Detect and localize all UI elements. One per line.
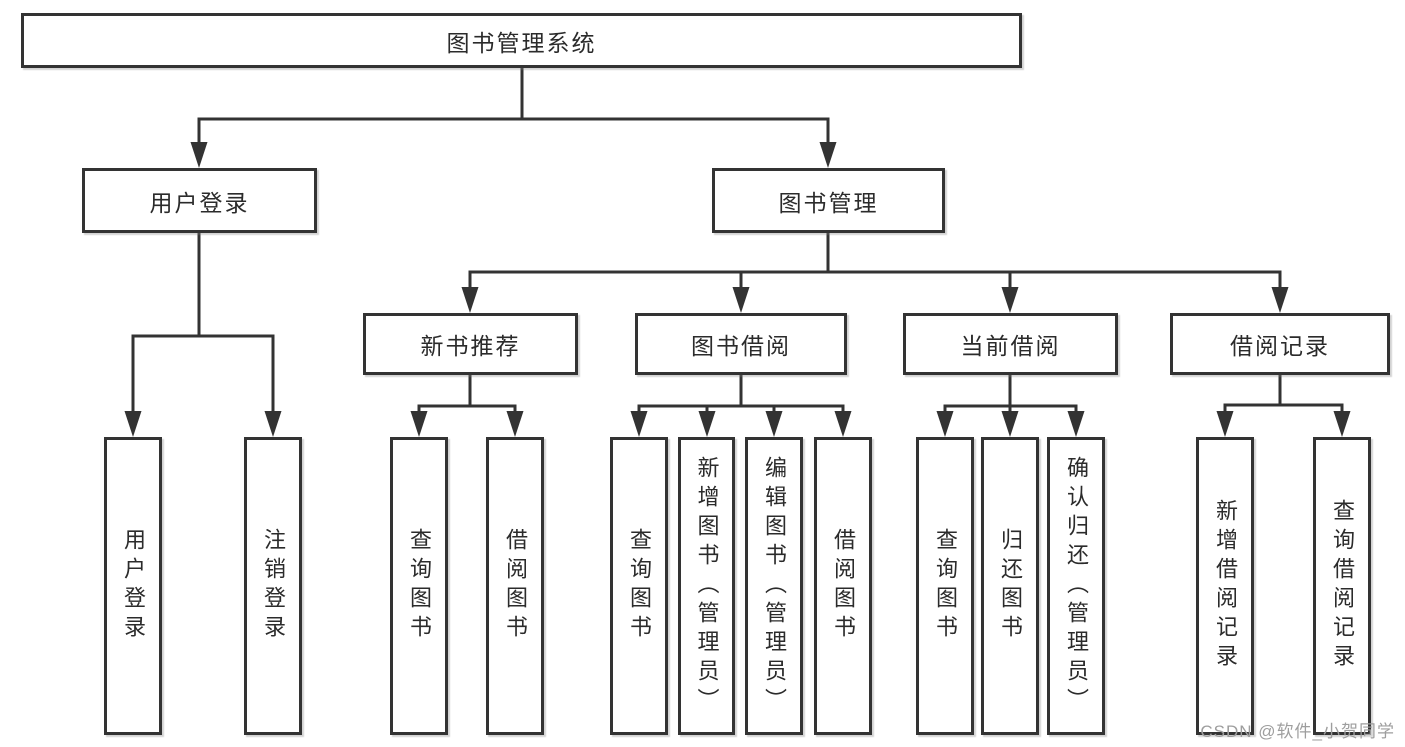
node-label: 查询图书 bbox=[627, 528, 652, 644]
leaf-borrow-book-recommend: 借阅图书 bbox=[486, 437, 544, 735]
node-label: 注销登录 bbox=[261, 528, 286, 644]
node-book-management: 图书管理 bbox=[712, 168, 945, 233]
leaf-logout: 注销登录 bbox=[244, 437, 302, 735]
leaf-query-book-recommend: 查询图书 bbox=[390, 437, 448, 735]
node-label: 查询图书 bbox=[933, 528, 958, 644]
connector-new-book-subtree bbox=[417, 373, 517, 422]
leaf-return-book: 归还图书 bbox=[981, 437, 1039, 735]
node-label: 确认归还（管理员） bbox=[1064, 455, 1089, 717]
node-label: 新增借阅记录 bbox=[1213, 499, 1238, 673]
node-label: 用户登录 bbox=[149, 189, 250, 216]
node-label: 编辑图书（管理员） bbox=[762, 455, 787, 717]
node-label: 图书管理 bbox=[778, 189, 879, 216]
leaf-query-borrow-record: 查询借阅记录 bbox=[1313, 437, 1371, 735]
leaf-borrow-book: 借阅图书 bbox=[814, 437, 872, 735]
node-label: 图书借阅 bbox=[691, 333, 791, 359]
connector-book-borrow-subtree bbox=[637, 373, 845, 422]
connector-borrow-record-subtree bbox=[1223, 373, 1344, 422]
connector-root-to-level2 bbox=[197, 66, 830, 152]
node-label: 用户登录 bbox=[121, 528, 146, 644]
leaf-add-book-admin: 新增图书（管理员） bbox=[678, 437, 735, 735]
node-label: 图书管理系统 bbox=[446, 29, 597, 56]
leaf-edit-book-admin: 编辑图书（管理员） bbox=[745, 437, 803, 735]
node-user-login: 用户登录 bbox=[82, 168, 317, 233]
node-label: 归还图书 bbox=[998, 528, 1023, 644]
leaf-query-book-borrow: 查询图书 bbox=[610, 437, 668, 735]
connector-user-login-subtree bbox=[131, 231, 275, 421]
connector-current-borrow-subtree bbox=[943, 373, 1078, 422]
leaf-user-login: 用户登录 bbox=[104, 437, 162, 735]
leaf-add-borrow-record: 新增借阅记录 bbox=[1196, 437, 1254, 735]
leaf-query-book-current: 查询图书 bbox=[916, 437, 974, 735]
node-root: 图书管理系统 bbox=[21, 13, 1022, 68]
node-label: 查询图书 bbox=[407, 528, 432, 644]
node-label: 借阅图书 bbox=[503, 528, 528, 644]
node-label: 借阅记录 bbox=[1230, 333, 1330, 359]
node-label: 新增图书（管理员） bbox=[694, 455, 720, 717]
connector-book-management-subtree bbox=[468, 230, 1282, 298]
watermark: CSDN @软件_小贺同学 bbox=[1200, 722, 1395, 741]
node-current-borrow: 当前借阅 bbox=[903, 313, 1118, 375]
node-label: 查询借阅记录 bbox=[1330, 499, 1355, 673]
node-label: 新书推荐 bbox=[420, 333, 521, 359]
node-new-book-recommend: 新书推荐 bbox=[363, 313, 578, 375]
node-label: 当前借阅 bbox=[960, 333, 1061, 359]
node-label: 借阅图书 bbox=[831, 528, 856, 644]
node-borrow-record: 借阅记录 bbox=[1170, 313, 1390, 375]
leaf-confirm-return-admin: 确认归还（管理员） bbox=[1047, 437, 1105, 735]
node-book-borrow: 图书借阅 bbox=[635, 313, 847, 375]
